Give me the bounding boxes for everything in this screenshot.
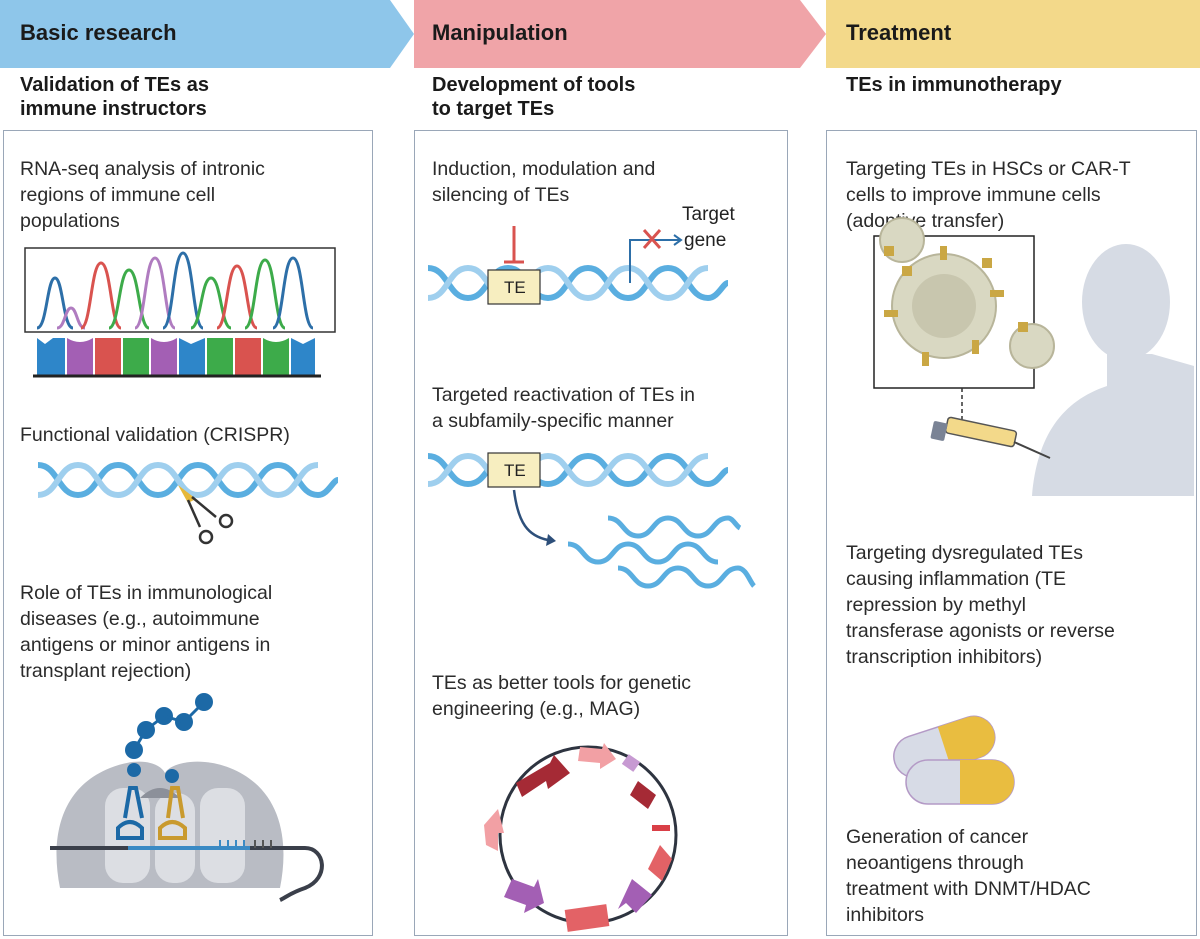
- item-genetic-engineering-text: TEs as better tools for genetic engineer…: [432, 672, 692, 720]
- inhibition-icon: [504, 226, 524, 264]
- base-blocks: [33, 338, 321, 378]
- item-neoantigens-text: Generation of cancer neoantigens through…: [846, 826, 1091, 926]
- adoptive-transfer-graphic: [873, 217, 1194, 496]
- ribosome-graphic: [50, 693, 324, 902]
- stage-arrow-basic-research: [0, 0, 414, 68]
- stage-arrow-treatment: [826, 0, 1200, 68]
- subtitle-treatment: TEs in immunotherapy: [846, 74, 1062, 96]
- stage-label-treatment: Treatment: [846, 20, 952, 45]
- pill-icon-2: [905, 759, 1015, 805]
- cross-icon: [642, 229, 662, 249]
- reactivation-helix-graphic: TE: [427, 452, 756, 589]
- reactivation-arrow: [512, 489, 549, 542]
- item-rnaseq-text: RNA-seq analysis of intronic regions of …: [20, 158, 265, 232]
- silencing-helix-graphic: TE Target gene: [427, 204, 736, 305]
- stage-arrow-manipulation: [414, 0, 826, 68]
- stage-label-manipulation: Manipulation: [432, 20, 568, 45]
- person-silhouette: [1032, 244, 1194, 496]
- item-hsc-cart-text: Targeting TEs in HSCs or CAR-T cells to …: [846, 158, 1131, 232]
- target-gene-label-line1: Target: [682, 204, 736, 225]
- subtitle-manipulation: Development of tools to target TEs: [432, 74, 636, 120]
- te-box-reactivation: [487, 452, 541, 488]
- target-gene-arrow: [629, 234, 683, 283]
- target-gene-label-line2: gene: [684, 230, 726, 251]
- crispr-helix-graphic: [37, 461, 339, 545]
- scissors-icon: [186, 496, 234, 545]
- stage-arrows: [0, 0, 1200, 68]
- syringe-icon: [930, 416, 1051, 459]
- item-crispr-text: Functional validation (CRISPR): [20, 424, 290, 446]
- te-label: TE: [504, 278, 526, 297]
- chromatogram-graphic: [24, 247, 336, 378]
- pills-graphic: [893, 715, 1015, 805]
- panel-manipulation: [414, 130, 788, 936]
- te-box: [487, 269, 541, 305]
- item-reactivation-text: Targeted reactivation of TEs in a subfam…: [432, 384, 696, 432]
- item-dysregulated-text: Targeting dysregulated TEs causing infla…: [846, 542, 1115, 668]
- immune-cells: [879, 217, 1055, 369]
- subtitle-basic-research: Validation of TEs as immune instructors: [20, 74, 209, 120]
- te-label-reactivation: TE: [504, 461, 526, 480]
- item-immuno-diseases-text: Role of TEs in immunological diseases (e…: [20, 582, 273, 682]
- stage-label-basic-research: Basic research: [20, 20, 177, 45]
- item-induction-text: Induction, modulation and silencing of T…: [432, 158, 656, 206]
- plasmid-graphic: [484, 743, 678, 932]
